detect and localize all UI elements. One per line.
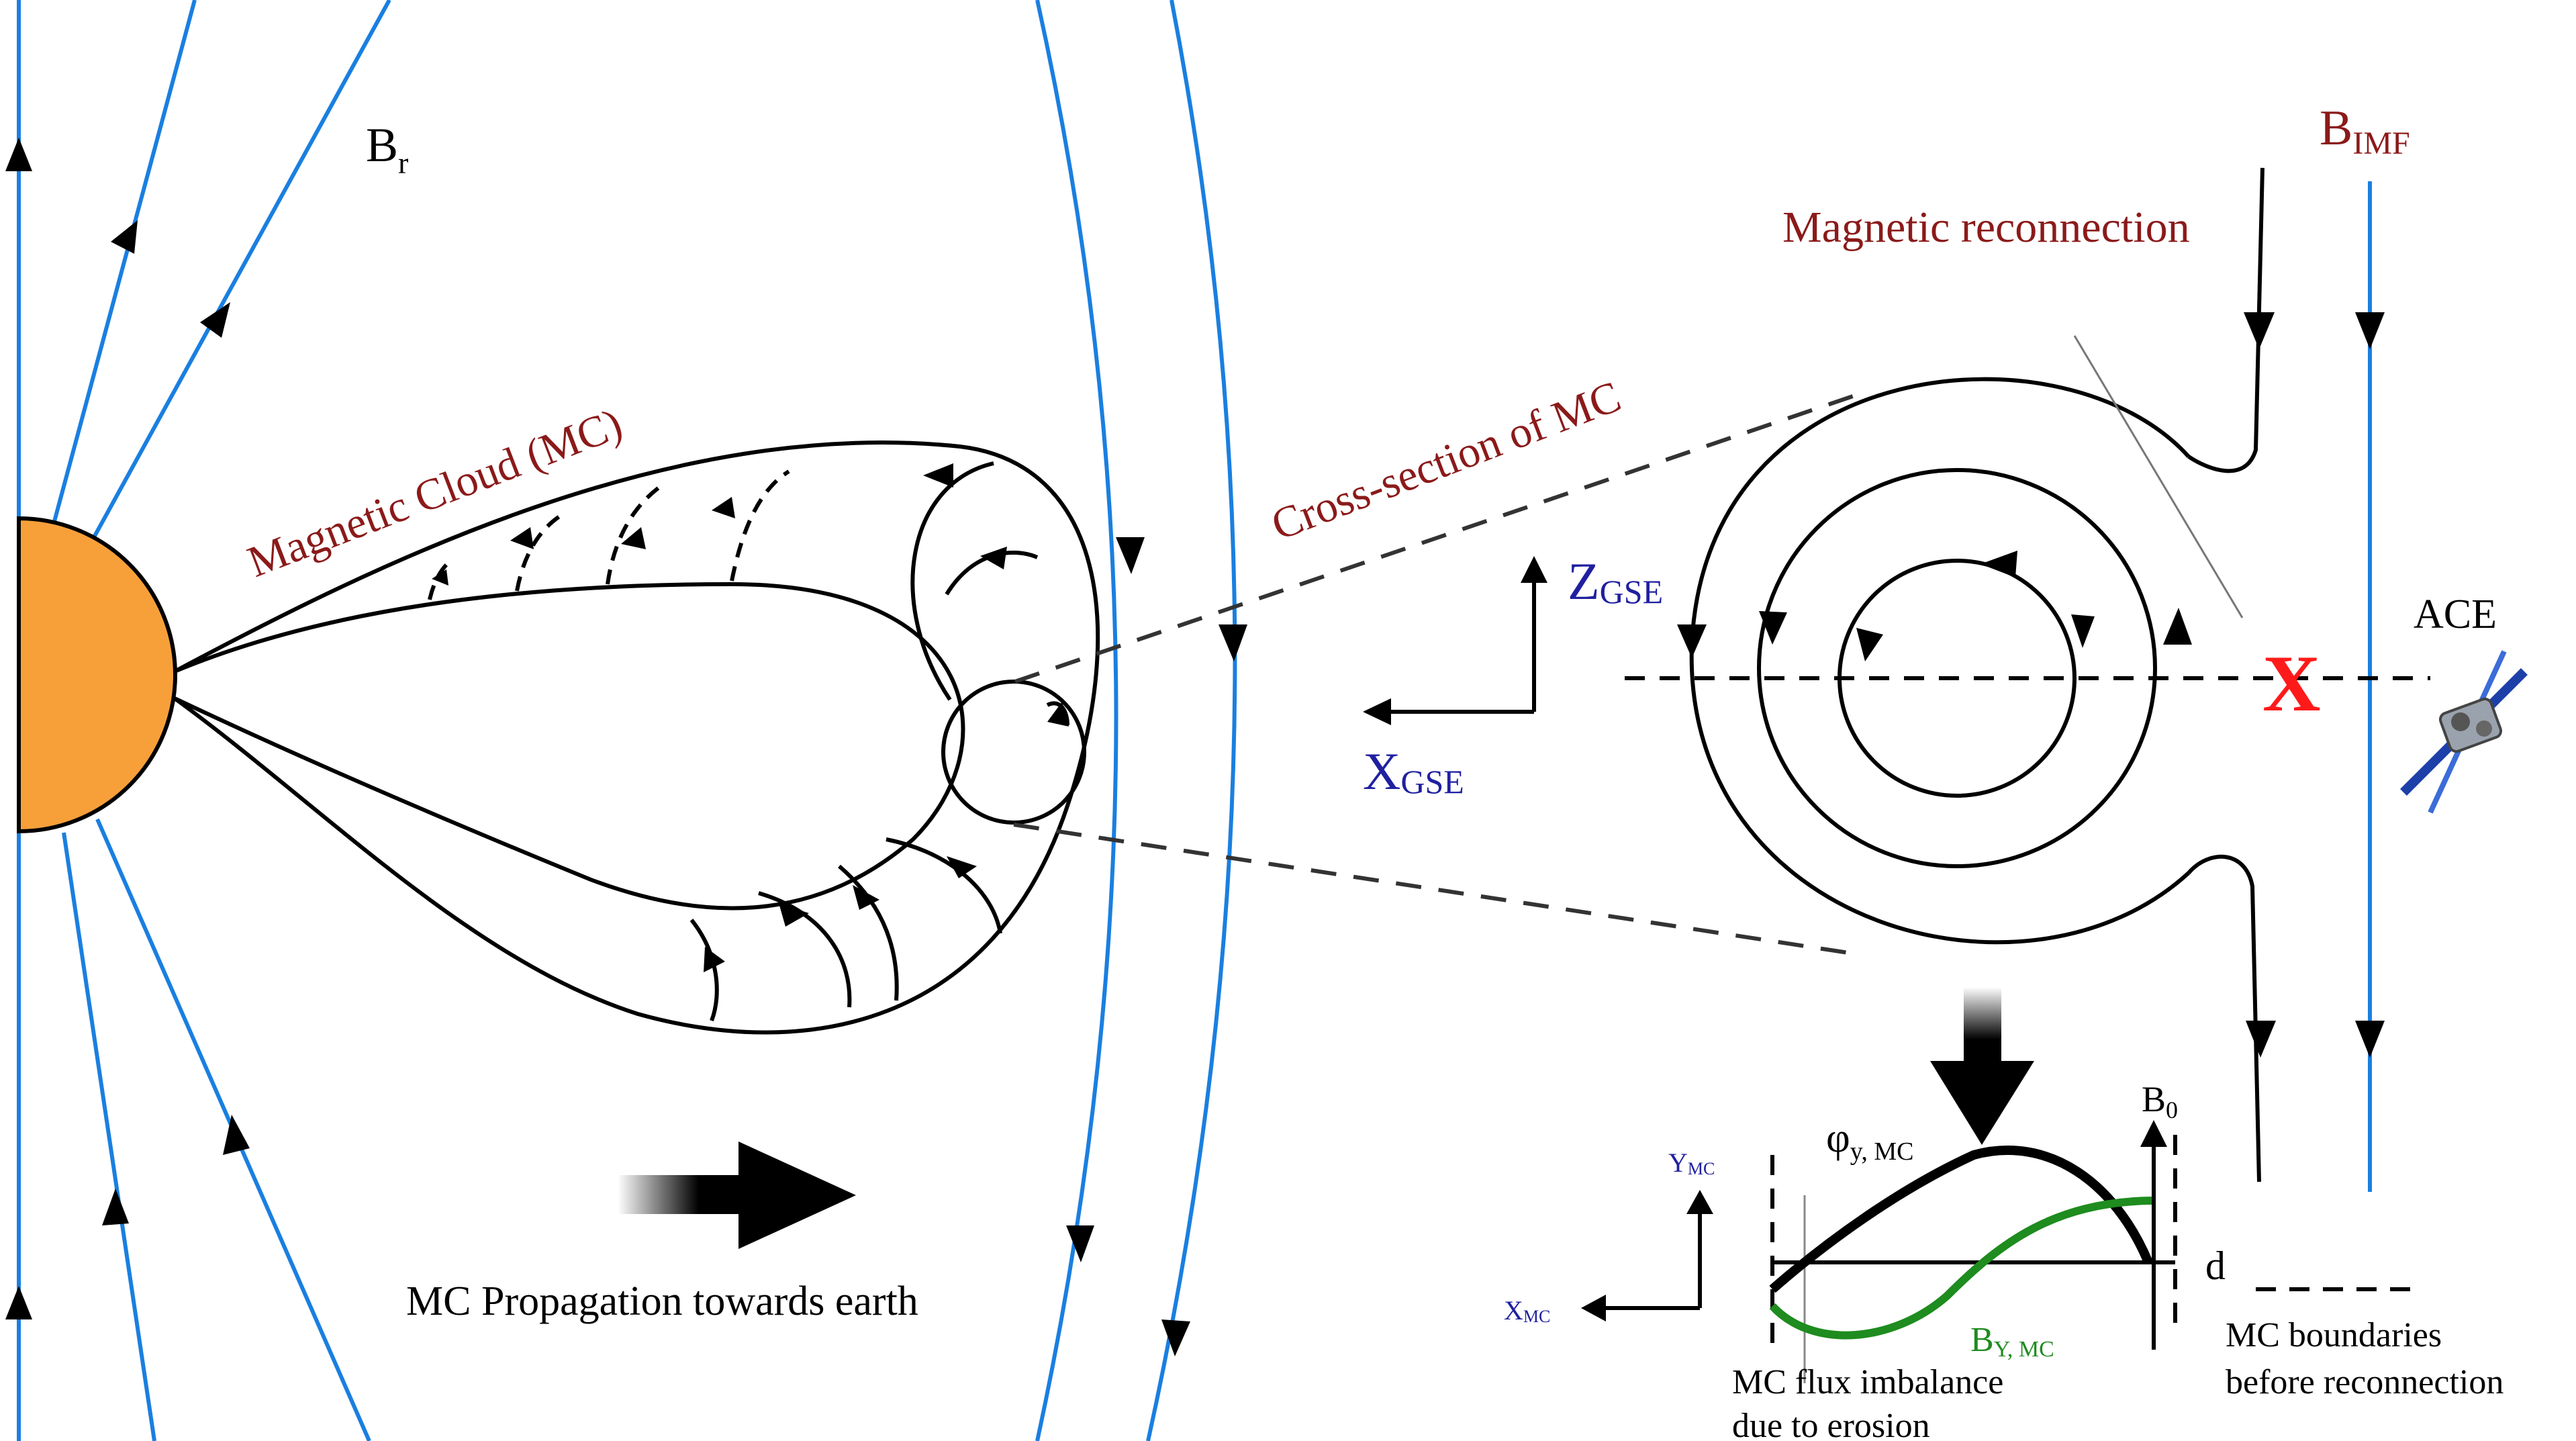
arrow-icon: [853, 885, 879, 910]
cloud-cross-section-circle: [941, 680, 1086, 825]
inset-by-curve: [1769, 1197, 2152, 1340]
xgse-arrow-icon: [1363, 698, 1391, 725]
propagation-arrow-icon: [618, 1142, 856, 1249]
radial-field-arrows: [5, 138, 250, 1319]
cloud-field-loop-1: [910, 461, 994, 701]
xmc-label: XMC: [1504, 1295, 1550, 1326]
cloud-dashed-loop-4: [428, 561, 450, 600]
arrow-up-icon: [200, 302, 230, 338]
arrow-left-icon: [1981, 551, 2017, 577]
reconnecting-line-bottom: [2187, 854, 2261, 1182]
curved-field-lines: [1035, 0, 1237, 1441]
arrow-icon: [923, 463, 953, 487]
arrow-down-icon: [1856, 628, 1883, 661]
reconnecting-line-top: [2187, 167, 2264, 473]
reconnection-x-label: X: [2262, 639, 2321, 728]
projection-line-top: [1014, 394, 1854, 684]
cross-section-middle-ring: [1757, 468, 2157, 868]
br-label: Br: [366, 118, 408, 180]
cloud-dashed-loop-1: [730, 469, 790, 582]
gse-axes: [1390, 577, 1536, 714]
flux-imbalance-label-line-1: MC flux imbalance: [1732, 1363, 2003, 1401]
cloud-field-loop-7: [689, 919, 719, 1022]
arrow-up-icon: [5, 1286, 32, 1319]
field-line-upper-1: [52, 0, 197, 524]
flux-imbalance-label-line-2: due to erosion: [1732, 1407, 1930, 1441]
sun: [17, 516, 177, 834]
ace-label: ACE: [2414, 592, 2497, 637]
propagation-label: MC Propagation towards earth: [406, 1279, 918, 1324]
arrow-down-icon: [1219, 624, 1247, 661]
cloud-dashed-loops: [428, 469, 790, 600]
arrow-down-icon: [1161, 1319, 1190, 1356]
d-label: d: [2205, 1244, 2226, 1288]
arrow-icon: [704, 947, 725, 972]
arrow-down-icon: [2244, 312, 2275, 349]
phi-label: φy, MC: [1826, 1115, 1913, 1166]
cloud-dashed-loop-2: [606, 481, 666, 585]
boundaries-label-line-2: before reconnection: [2226, 1363, 2503, 1401]
arrow-icon: [510, 527, 534, 549]
projection-line-bottom: [1013, 823, 1854, 956]
projection-lines: [1013, 394, 1854, 956]
zgse-label: ZGSE: [1568, 552, 1663, 610]
magnetic-cloud: [173, 440, 1100, 1035]
cross-section-label: Cross-section of MC: [1265, 372, 1627, 550]
ymc-arrow-icon: [1686, 1190, 1713, 1214]
down-gradient-arrow-icon: [1930, 987, 2034, 1145]
inset-phi-curve: [1769, 1146, 2153, 1293]
arrow-up-icon: [111, 220, 138, 254]
arrow-icon: [980, 547, 1007, 569]
arrow-icon: [779, 903, 809, 927]
curved-field-arrows: [1066, 537, 1247, 1356]
by-label: BY, MC: [1970, 1321, 2054, 1362]
magnetic-reconnection-label: Magnetic reconnection: [1782, 203, 2190, 252]
cloud-dashed-loop-3: [515, 512, 565, 592]
magnetic-cloud-label: Magnetic Cloud (MC): [241, 399, 628, 587]
arrow-down-icon: [2355, 312, 2385, 349]
boundaries-label-line-1: MC boundaries: [2226, 1316, 2442, 1354]
field-line-upper-2: [92, 0, 391, 539]
b0-arrow-icon: [2140, 1120, 2167, 1147]
arrow-down-icon: [1066, 1225, 1094, 1262]
curved-field-line-1: [1035, 0, 1118, 1441]
arrow-down-icon: [1116, 537, 1145, 574]
cloud-inner-boundary: [173, 582, 965, 911]
arrow-down-icon: [1759, 611, 1787, 645]
arrow-down-icon: [1677, 624, 1707, 658]
cloud-field-loop-4: [886, 837, 1002, 934]
arrow-up-icon: [102, 1189, 129, 1225]
cloud-field-loop-5: [838, 864, 899, 1001]
xmc-arrow-icon: [1581, 1295, 1606, 1321]
inset-plot: [1601, 1135, 2410, 1383]
arrow-icon: [432, 569, 448, 586]
reconnection-guide-line: [2073, 335, 2244, 618]
arrow-icon: [947, 856, 977, 878]
arrow-icon: [1047, 702, 1069, 727]
arrow-up-icon: [2163, 608, 2192, 645]
cloud-field-loop-6: [758, 891, 852, 1008]
b0-label: B0: [2142, 1079, 2178, 1123]
zgse-arrow-icon: [1521, 556, 1547, 583]
arrow-up-icon: [223, 1115, 250, 1155]
ymc-label: YMC: [1668, 1148, 1715, 1178]
arrow-icon: [621, 527, 646, 549]
arrow-down-icon: [2355, 1021, 2385, 1058]
cross-section-arrows: [1677, 312, 2385, 1058]
arrow-up-icon: [2071, 614, 2095, 648]
cloud-arrows: [432, 463, 1069, 972]
cross-section-outer-ring: [1689, 377, 2191, 945]
xgse-label: XGSE: [1363, 742, 1464, 800]
curved-field-line-2: [1146, 0, 1237, 1441]
arrow-down-icon: [2246, 1021, 2276, 1058]
ace-spacecraft-icon: [2400, 650, 2528, 814]
arrow-up-icon: [5, 138, 32, 171]
arrow-icon: [712, 497, 735, 518]
field-line-lower-1: [62, 832, 156, 1441]
bimf-label: BIMF: [2320, 101, 2410, 161]
